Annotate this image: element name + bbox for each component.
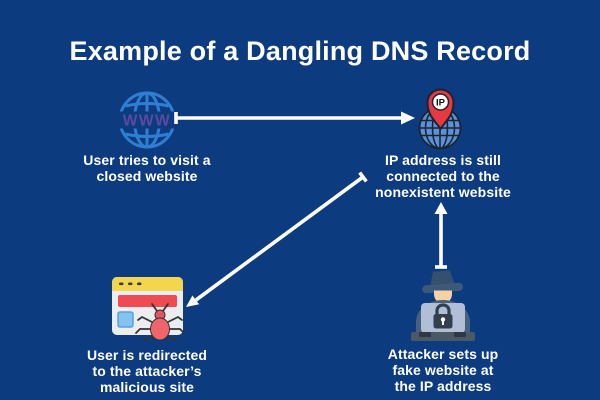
node-malicious-browser: User is redirected to the attacker’s mal… xyxy=(57,275,237,395)
arrow-attacker-to-ip xyxy=(434,202,448,269)
node-label-www: User tries to visit a closed website xyxy=(83,152,211,184)
ip-pin-icon: IP xyxy=(426,88,455,131)
browser-header xyxy=(112,277,183,291)
hacker-hand-right xyxy=(454,332,466,337)
node-attacker: Attacker sets up fake website at the IP … xyxy=(353,266,533,394)
globe-ip-pin-icon: IP xyxy=(418,88,462,150)
node-label-browser: User is redirected to the attacker’s mal… xyxy=(86,347,208,395)
hacker-hand-left xyxy=(419,332,431,337)
browser-dots xyxy=(119,282,142,286)
ip-pin-text: IP xyxy=(436,98,446,109)
node-ip-globe: IP IP address is still connected to the … xyxy=(353,85,533,200)
hacker-laptop-icon xyxy=(411,270,475,341)
browser-thumbnail xyxy=(117,311,134,328)
node-label-ip: IP address is still connected to the non… xyxy=(375,152,511,200)
node-label-attacker: Attacker sets up fake website at the IP … xyxy=(387,346,499,394)
globe-www-icon: WWW xyxy=(117,91,177,149)
lock-icon xyxy=(433,303,453,329)
browser-banner xyxy=(118,295,177,307)
node-www-globe: WWW User tries to visit a closed website xyxy=(57,90,237,184)
browser-bug-icon xyxy=(112,277,185,342)
bug-icon xyxy=(135,303,185,342)
hacker-hat-icon xyxy=(422,270,464,294)
www-text: WWW xyxy=(123,113,171,130)
page-title: Example of a Dangling DNS Record xyxy=(69,36,531,66)
www-band xyxy=(117,111,177,129)
